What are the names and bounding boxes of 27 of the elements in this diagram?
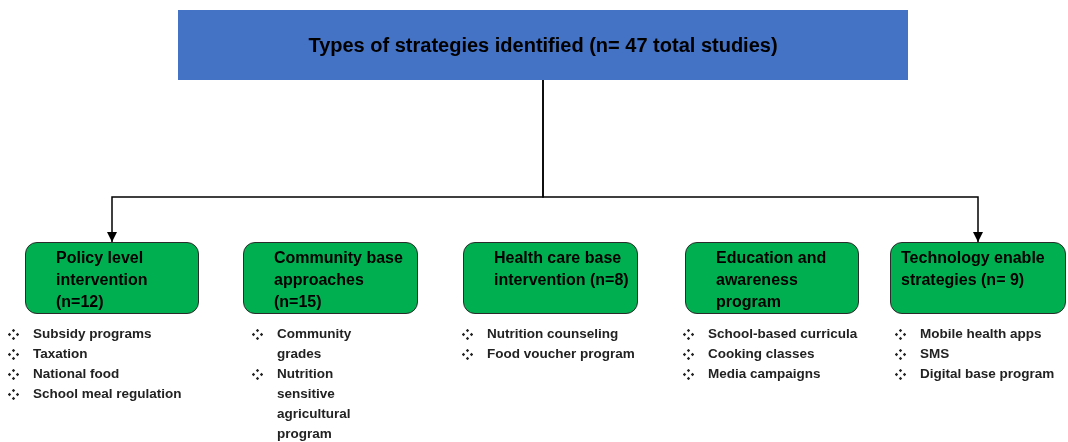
box-label: Education and awareness program [716, 248, 828, 312]
category-box [25, 242, 199, 314]
bullet-text: SMS [920, 345, 950, 363]
bullet-text: Digital base program [920, 365, 1055, 383]
category-box [685, 242, 859, 314]
bullet-text: Mobile health apps [920, 325, 1042, 343]
category-box [243, 242, 418, 314]
category-box [463, 242, 638, 314]
bullet-text: School meal regulation [33, 385, 182, 403]
bullet-text: Cooking classes [708, 345, 815, 363]
box-label: Types of strategies identified (n= 47 total studies) [308, 33, 778, 57]
box-label: Technology enable strategies (n= 9) [901, 248, 1046, 290]
category-box [890, 242, 1066, 314]
bullet-text: Taxation [33, 345, 88, 363]
bullet-text: Community grades [277, 325, 353, 363]
box-label: Health care base intervention (n=8) [494, 248, 629, 290]
bullet-text: Nutrition sensitive agricultural program [277, 365, 352, 442]
bullet-text: School-based curricula [708, 325, 858, 343]
bullet-text: Nutrition counseling [487, 325, 619, 343]
bullet-text: Media campaigns [708, 365, 821, 383]
bullet-text: Food voucher program [487, 345, 635, 363]
connector-arrow [542, 79, 984, 243]
bullet-text: National food [33, 365, 120, 383]
bullet-text: Subsidy programs [33, 325, 152, 343]
title-box [178, 10, 908, 80]
box-label: Community base approaches (n=15) [274, 248, 404, 312]
box-label: Policy level intervention (n=12) [56, 248, 149, 312]
